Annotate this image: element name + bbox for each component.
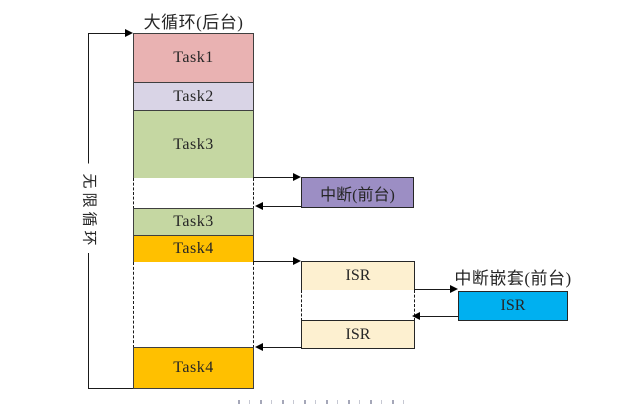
task-label: Task2 [173, 87, 214, 105]
infinite-loop-label: 无限循环 [79, 163, 97, 260]
loop-vertical-line-lower [88, 253, 89, 389]
arrow-task4-to-isr-head-icon [293, 257, 301, 265]
diagram-title: 大循环(后台) [143, 13, 244, 32]
arrow-isr-return-to-task4-head-icon [255, 343, 263, 351]
task-box-task3-resumed: Task3 [133, 208, 254, 236]
isr-label: ISR [345, 325, 371, 343]
task-box-task4-resumed: Task4 [133, 347, 254, 389]
isr-idle-gap [301, 290, 415, 321]
cropped-caption-fragment [238, 400, 408, 404]
task-label: Task3 [173, 213, 214, 230]
arrow-task3-to-interrupt-head-icon [293, 173, 301, 181]
column-idle-gap-1 [133, 178, 254, 209]
task-label: Task4 [173, 359, 214, 376]
isr-label: ISR [500, 297, 526, 314]
isr-box-1: ISR [301, 261, 415, 291]
arrow-nested-isr-return-line [420, 316, 458, 317]
task-box-task4: Task4 [133, 235, 254, 263]
arrow-task3-to-interrupt-line [253, 177, 295, 178]
isr-label: ISR [345, 267, 371, 284]
task-box-task1: Task1 [133, 33, 254, 83]
task-label: Task3 [173, 135, 214, 153]
arrow-isr-return-to-task4-line [263, 347, 302, 348]
task-label: Task4 [173, 240, 214, 257]
nested-interrupt-title: 中断嵌套(前台) [454, 269, 572, 288]
task-label: Task1 [173, 49, 214, 66]
loop-vertical-line-upper [88, 33, 89, 172]
nested-isr-box: ISR [458, 291, 568, 321]
arrow-isr-to-nested-isr-line [414, 289, 452, 290]
task-box-task3: Task3 [133, 110, 254, 179]
task-box-task2: Task2 [133, 82, 254, 111]
loop-bottom-line [88, 388, 133, 389]
arrow-isr-to-nested-isr-head-icon [450, 285, 458, 293]
arrow-interrupt-return-head-icon [255, 202, 263, 210]
arrow-interrupt-return-line [263, 206, 301, 207]
loop-top-arrow-head-icon [125, 29, 133, 37]
arrow-task4-to-isr-line [253, 261, 295, 262]
isr-box-2: ISR [301, 320, 415, 349]
interrupt-label: 中断(前台) [320, 186, 395, 204]
arrow-nested-isr-return-head-icon [412, 312, 420, 320]
loop-top-arrow-line [88, 33, 126, 34]
column-idle-gap-2 [133, 262, 254, 348]
interrupt-box: 中断(前台) [301, 177, 414, 208]
